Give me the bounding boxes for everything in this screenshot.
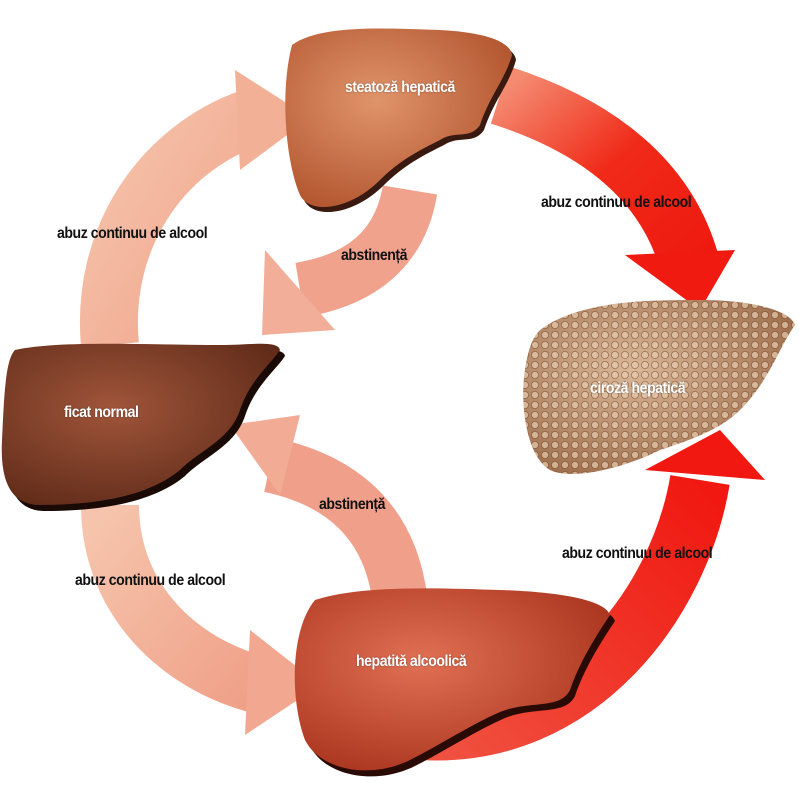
arrow-label-steatosis-to-normal: abstinență bbox=[341, 247, 408, 264]
liver-hepatitis bbox=[294, 588, 615, 777]
arrow-steatosis-to-normal bbox=[262, 184, 438, 335]
arrow-steatosis-to-cirrhosis bbox=[490, 66, 735, 310]
arrow-label-hepatitis-to-normal: abstinență bbox=[319, 496, 386, 513]
arrow-label-normal-to-steatosis: abuz continuu de alcool bbox=[57, 225, 208, 242]
arrow-label-normal-to-hepatitis: abuz continuu de alcool bbox=[75, 572, 226, 589]
liver-steatosis bbox=[285, 28, 516, 212]
liver-label-hepatitis: hepatită alcoolică bbox=[356, 653, 467, 670]
arrow-normal-to-steatosis bbox=[79, 70, 310, 348]
liver-normal bbox=[1, 343, 285, 511]
arrow-label-hepatitis-to-cirrhosis: abuz continuu de alcool bbox=[562, 545, 713, 562]
liver-label-steatosis: steatoză hepatică bbox=[345, 79, 455, 96]
arrow-hepatitis-to-normal bbox=[230, 415, 428, 605]
liver-cirrhosis bbox=[523, 300, 795, 474]
liver-label-cirrhosis: ciroză hepatică bbox=[590, 380, 686, 397]
arrow-label-steatosis-to-cirrhosis: abuz continuu de alcool bbox=[541, 194, 692, 211]
arrow-normal-to-hepatitis bbox=[81, 504, 320, 735]
liver-label-normal: ficat normal bbox=[64, 404, 139, 421]
